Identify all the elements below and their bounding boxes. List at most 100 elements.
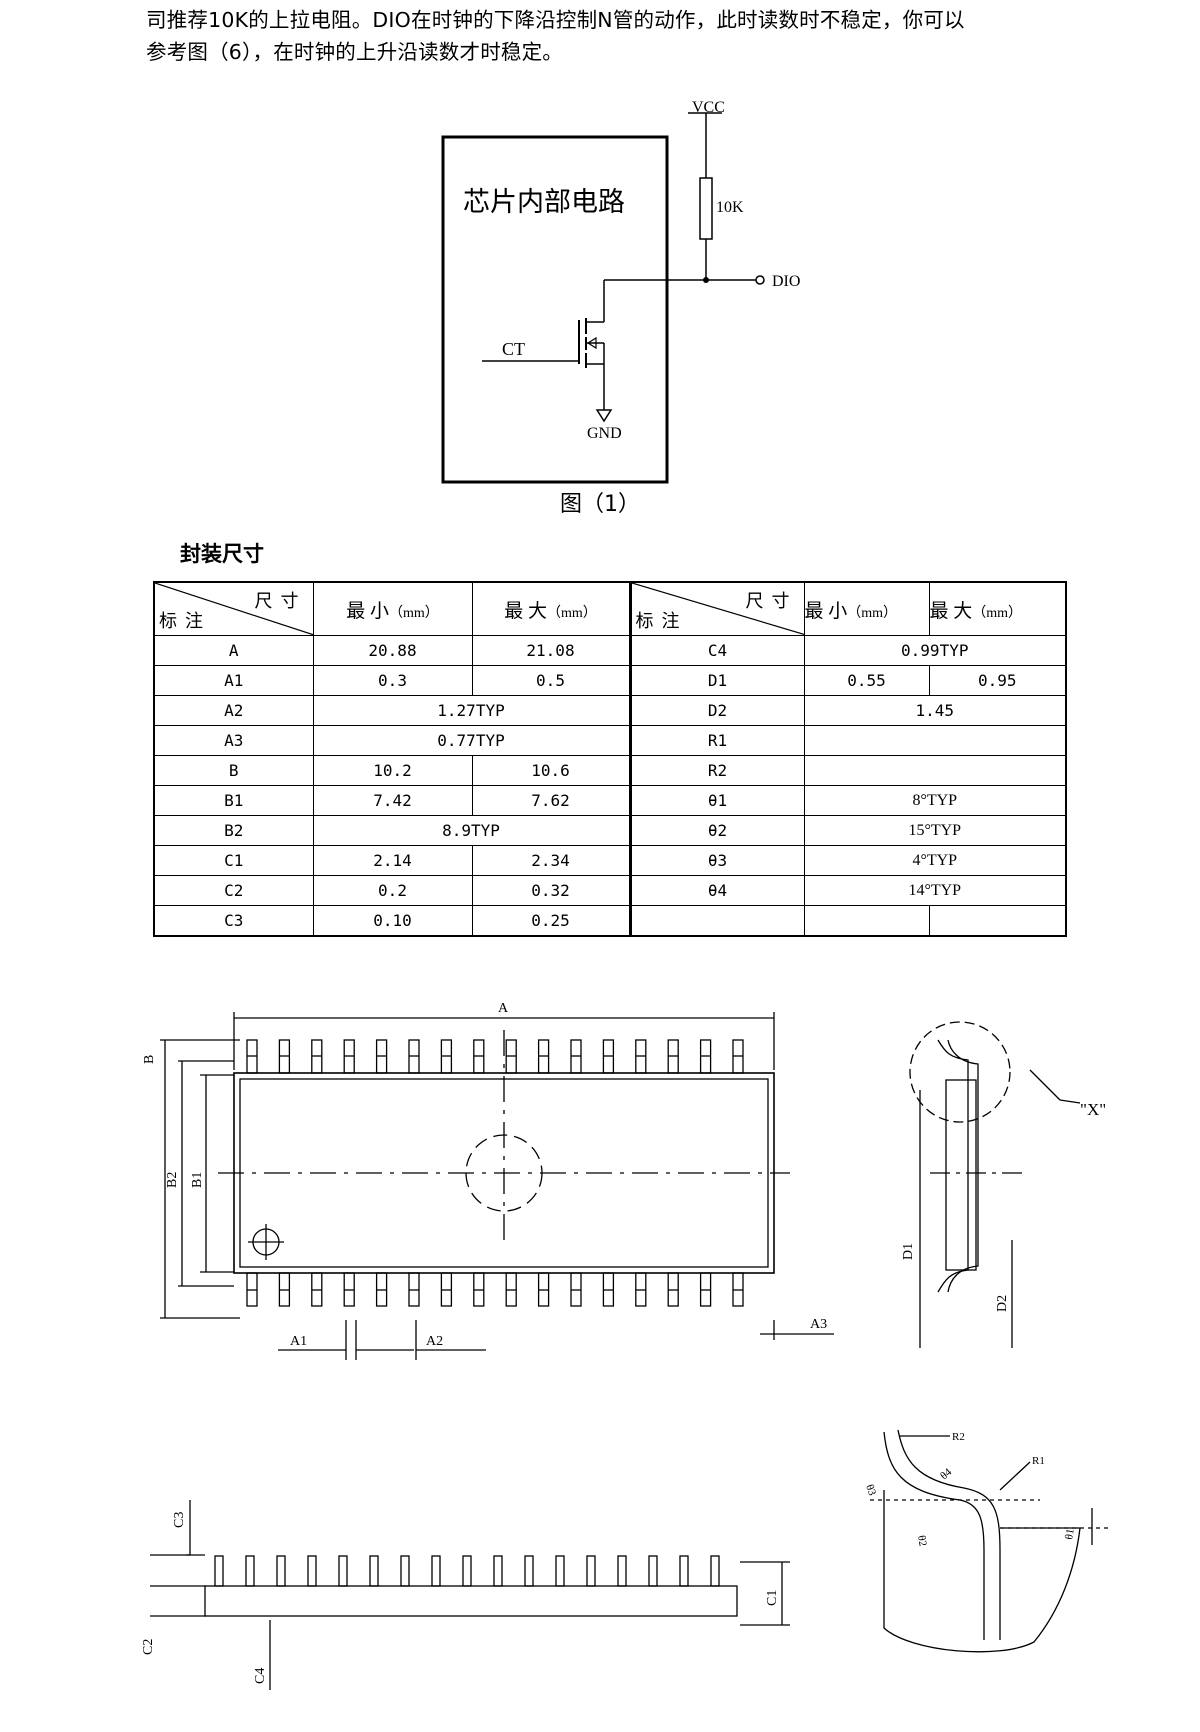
lead-detail: R2 R1 θ4 θ3 θ2 θ1 xyxy=(863,1429,1110,1653)
package-pin xyxy=(214,1555,224,1587)
package-pin xyxy=(570,1272,582,1307)
package-pin xyxy=(505,1272,517,1307)
package-pin xyxy=(635,1039,647,1074)
table-row: C3 0.10 0.25 xyxy=(153,905,1067,937)
detail-r1-label: R1 xyxy=(1032,1455,1045,1467)
package-pin xyxy=(505,1039,517,1074)
package-pin xyxy=(710,1555,720,1587)
package-pin xyxy=(375,1039,388,1074)
detail-x-label: "X" xyxy=(1080,1100,1106,1119)
package-pin xyxy=(602,1039,615,1074)
package-pin xyxy=(524,1555,534,1587)
dim-label-b: B xyxy=(142,1055,157,1064)
package-pin xyxy=(369,1555,379,1587)
package-pin xyxy=(732,1272,744,1307)
detail-theta1-label: θ1 xyxy=(1063,1528,1077,1541)
dim-label-a2: A2 xyxy=(426,1334,443,1349)
package-pin xyxy=(537,1272,550,1307)
package-pin xyxy=(586,1555,596,1587)
detail-theta2-label: θ2 xyxy=(915,1534,929,1547)
dim-label-c4: C4 xyxy=(253,1668,268,1684)
dim-label-b2: B2 xyxy=(165,1172,180,1188)
package-pin xyxy=(338,1555,348,1587)
resistor-label: 10K xyxy=(716,199,744,216)
package-pin xyxy=(473,1039,485,1074)
dio-label: DIO xyxy=(772,273,800,290)
table-header-row: 尺寸 标注 最 小（mm） 最 大（mm） 尺寸 标注 最 小（mm） 最 大（… xyxy=(153,581,1067,636)
circuit-diagram: 芯片内部电路 VCC 10K DIO CT GND xyxy=(441,99,800,484)
package-pin xyxy=(440,1272,453,1307)
package-pin xyxy=(732,1039,744,1074)
figure-caption: 图（1） xyxy=(560,492,640,517)
package-pin xyxy=(667,1272,679,1307)
package-pin xyxy=(343,1272,355,1307)
dim-label-d1: D1 xyxy=(901,1243,916,1260)
package-pin xyxy=(375,1272,388,1307)
chip-internal-label: 芯片内部电路 xyxy=(463,187,625,217)
vcc-label: VCC xyxy=(692,99,725,116)
package-pin xyxy=(246,1272,258,1307)
package-pin xyxy=(667,1039,679,1074)
dim-label-d2: D2 xyxy=(995,1295,1010,1312)
section-title: 封装尺寸 xyxy=(180,542,264,566)
ct-label: CT xyxy=(502,339,525,359)
resistor-symbol xyxy=(699,177,713,240)
package-pin xyxy=(245,1555,255,1587)
dim-label-b1: B1 xyxy=(190,1172,205,1188)
dim-label-c3: C3 xyxy=(172,1512,187,1528)
package-pin xyxy=(537,1039,550,1074)
table-row: B1 7.42 7.62 θ1 8°TYP xyxy=(153,785,1067,816)
table-row: B 10.2 10.6 R2 xyxy=(153,755,1067,786)
dim-label-a1: A1 xyxy=(290,1334,307,1349)
header-max-right: 最 大（mm） xyxy=(928,581,1067,636)
package-pin xyxy=(555,1555,565,1587)
header-corner-left: 尺寸 标注 xyxy=(153,581,314,636)
package-pin xyxy=(617,1555,627,1587)
package-pin xyxy=(699,1039,712,1074)
package-pin xyxy=(602,1272,615,1307)
dim-label-c1: C1 xyxy=(765,1590,780,1606)
table-row: C2 0.2 0.32 θ4 14°TYP xyxy=(153,875,1067,906)
package-pin xyxy=(431,1555,441,1587)
header-min-left: 最 小（mm） xyxy=(312,581,473,636)
dim-label-c2: C2 xyxy=(141,1639,156,1655)
detail-r2-label: R2 xyxy=(952,1431,965,1443)
intro-paragraph: 司推荐10K的上拉电阻。DIO在时钟的下降沿控制N管的动作，此时读数时不稳定，你… xyxy=(146,4,1106,68)
package-pin xyxy=(408,1272,420,1307)
detail-theta4-label: θ4 xyxy=(938,1466,954,1482)
table-row: C1 2.14 2.34 θ3 4°TYP xyxy=(153,845,1067,876)
package-pin xyxy=(307,1555,317,1587)
table-row: B2 8.9TYP θ2 15°TYP xyxy=(153,815,1067,846)
package-pin xyxy=(276,1555,286,1587)
table-row: A3 0.77TYP R1 xyxy=(153,725,1067,756)
header-min-right: 最 小（mm） xyxy=(803,581,930,636)
package-pin xyxy=(408,1039,420,1074)
package-pin xyxy=(648,1555,658,1587)
package-pin xyxy=(400,1555,410,1587)
package-pin xyxy=(679,1555,689,1587)
package-pin xyxy=(343,1039,355,1074)
package-pin xyxy=(473,1272,485,1307)
package-pin xyxy=(570,1039,582,1074)
side-view: "X" D1 D2 xyxy=(901,1021,1106,1348)
package-pin xyxy=(493,1555,503,1587)
package-pin xyxy=(278,1272,291,1307)
dim-label-a: A xyxy=(498,1001,509,1016)
table-row: A2 1.27TYP D2 1.45 xyxy=(153,695,1067,726)
intro-line-1: 司推荐10K的上拉电阻。DIO在时钟的下降沿控制N管的动作，此时读数时不稳定，你… xyxy=(146,8,965,32)
table-row: A 20.88 21.08 C4 0.99TYP xyxy=(153,635,1067,666)
ground-symbol xyxy=(595,409,613,423)
package-pin xyxy=(699,1272,712,1307)
package-pin xyxy=(462,1555,472,1587)
package-dimension-table: 尺寸 标注 最 小（mm） 最 大（mm） 尺寸 标注 最 小（mm） 最 大（… xyxy=(153,581,1067,937)
table-row: A1 0.3 0.5 D1 0.55 0.95 xyxy=(153,665,1067,696)
top-view: A B B2 B1 A1 A2 A3 xyxy=(142,1001,834,1360)
package-pin xyxy=(635,1272,647,1307)
package-pin xyxy=(311,1039,323,1074)
dim-label-a3: A3 xyxy=(810,1317,827,1332)
intro-line-2: 参考图（6），在时钟的上升沿读数才时稳定。 xyxy=(146,40,563,64)
front-view: C3 C2 C4 C1 xyxy=(141,1500,790,1690)
package-pin xyxy=(311,1272,323,1307)
package-pin xyxy=(278,1039,291,1074)
header-max-left: 最 大（mm） xyxy=(471,581,631,636)
